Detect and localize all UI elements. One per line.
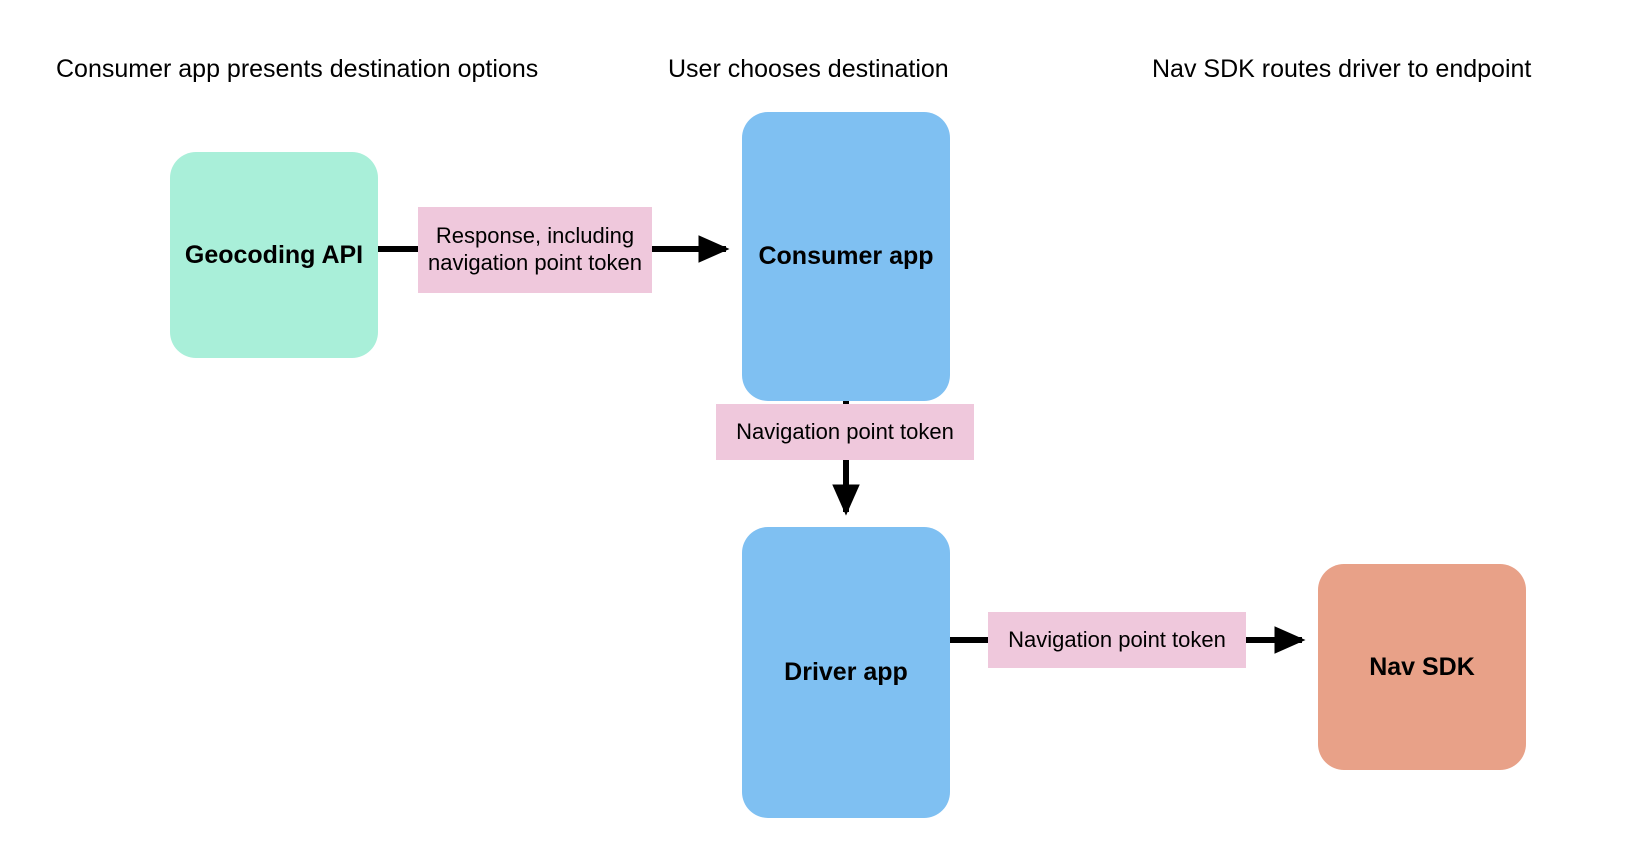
column-header-consumer-app: Consumer app presents destination option… xyxy=(56,55,539,83)
edge-label-response-including-navigation-point-token: Response, including navigation point tok… xyxy=(418,207,652,293)
edge-label-navigation-point-token-driver-navsdk: Navigation point token xyxy=(988,612,1246,668)
column-header-user-chooses: User chooses destination xyxy=(668,55,949,83)
node-driver-app[interactable]: Driver app xyxy=(742,527,950,818)
edge-label-response-text: Response, including navigation point tok… xyxy=(427,223,643,275)
node-geocoding-api[interactable]: Geocoding API xyxy=(170,152,378,358)
node-nav-sdk[interactable]: Nav SDK xyxy=(1318,564,1526,770)
node-consumer-app[interactable]: Consumer app xyxy=(742,112,950,401)
edge-label-navigation-point-token-consumer-driver: Navigation point token xyxy=(716,404,974,460)
column-header-nav-sdk: Nav SDK routes driver to endpoint xyxy=(1152,55,1532,83)
